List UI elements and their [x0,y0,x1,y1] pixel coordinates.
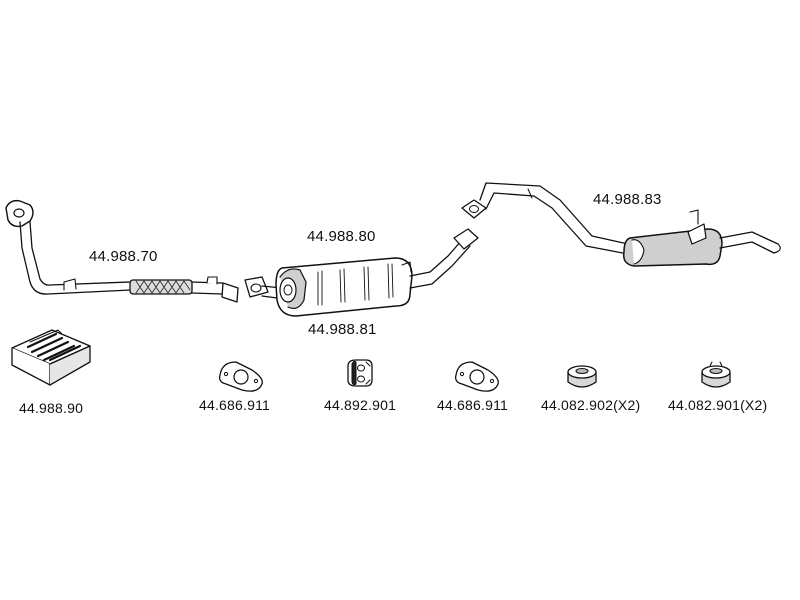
part-label-front-pipe: 44.988.70 [89,248,158,265]
part-label-center-box: 44.988.80 [307,228,376,245]
rubber-ring-1 [567,365,597,388]
front-pipe [5,199,239,303]
gasket-1 [218,361,263,392]
part-label-gasket-1: 44.686.911 [199,397,271,413]
part-label-hanger: 44.892.901 [324,397,397,413]
center-box [244,228,479,317]
part-label-rubber-ring-1: 44.082.902(X2) [541,397,641,413]
part-label-gasket-2: 44.686.911 [437,397,509,413]
rubber-ring-2 [701,361,731,388]
part-label-rear-silencer: 44.988.83 [593,191,662,208]
gasket-2 [454,361,499,392]
fitting-kit-box [11,329,91,386]
part-label-center-pipe: 44.988.81 [308,321,377,338]
part-label-rubber-ring-2: 44.082.901(X2) [668,397,768,413]
rear-silencer [461,182,781,267]
rubber-hanger [347,359,373,387]
part-label-fitting-kit: 44.988.90 [19,400,84,416]
